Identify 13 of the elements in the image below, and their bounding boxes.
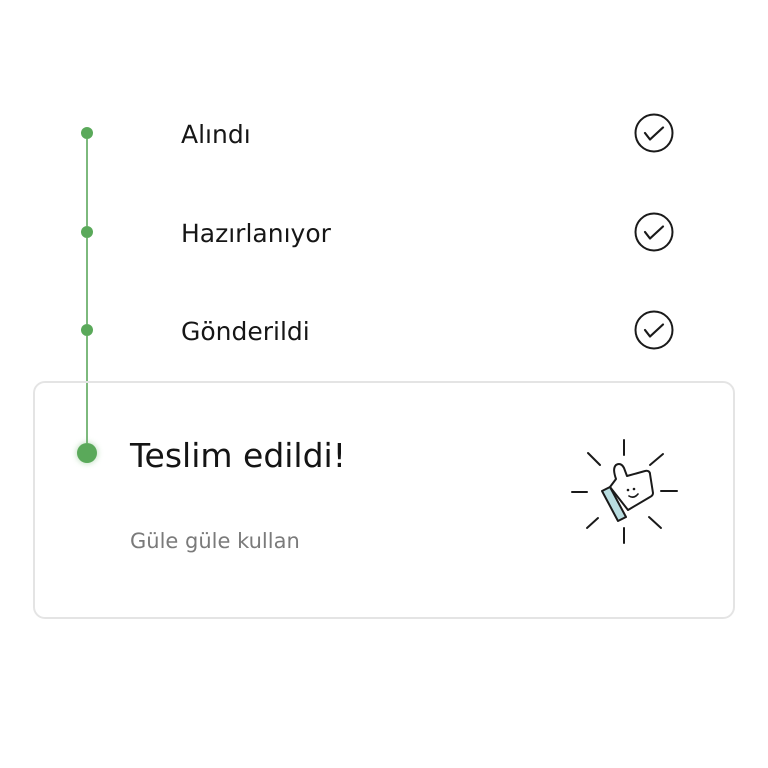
timeline-dot bbox=[77, 443, 97, 463]
status-card bbox=[33, 381, 735, 619]
timeline-line bbox=[86, 139, 88, 226]
timeline-dot bbox=[81, 127, 93, 139]
step-label: Hazırlanıyor bbox=[181, 219, 331, 249]
timeline-dot bbox=[81, 226, 93, 238]
timeline-dot bbox=[81, 324, 93, 336]
status-message: Güle güle kullan bbox=[130, 528, 300, 554]
timeline-line bbox=[86, 238, 88, 324]
step-label: Gönderildi bbox=[181, 317, 310, 347]
step-label: Alındı bbox=[181, 120, 251, 150]
timeline-line bbox=[86, 336, 88, 443]
status-heading: Teslim edildi! bbox=[130, 436, 346, 476]
